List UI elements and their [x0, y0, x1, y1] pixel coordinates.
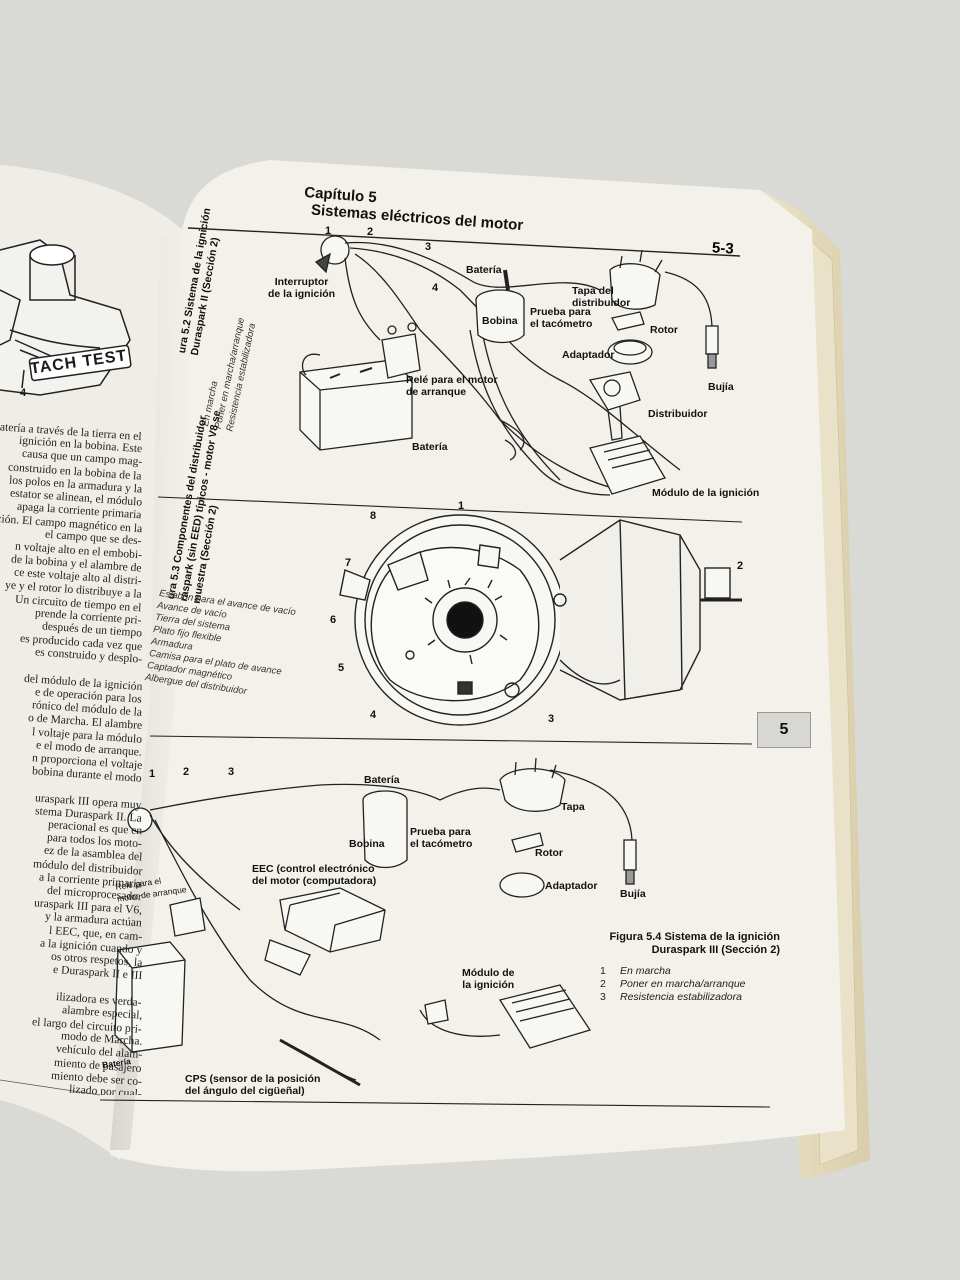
fig-5-4-bateria-top: Batería: [364, 774, 400, 786]
fig-5-4-bujia: Bujía: [620, 888, 646, 900]
figure-5-4-caption: Figura 5.4 Sistema de la ignición Durasp…: [600, 931, 780, 1004]
fig-5-4-bobina: Bobina: [349, 838, 385, 850]
fig-5-2-bobina: Bobina: [482, 315, 518, 327]
fig-5-2-number: 2: [367, 226, 374, 238]
fig-5-2-bujia: Bujía: [708, 381, 734, 393]
fig-5-3-number: 4: [370, 709, 377, 721]
fig-5-3-number: 6: [330, 614, 337, 626]
fig-5-4-eec: EEC (control electrónico del motor (comp…: [252, 863, 377, 887]
page-number: 5-3: [711, 239, 735, 258]
fig-5-2-interruptor-label: Interruptor de la ignición: [268, 276, 336, 300]
figure-5-3-drawing: [339, 514, 742, 726]
fig-5-3-number: 5: [338, 662, 345, 674]
fig-5-3-number: 1: [458, 500, 465, 512]
fig-5-4-title-1: Figura 5.4 Sistema de la ignición: [609, 931, 780, 943]
fig-5-2-adaptador: Adaptador: [562, 349, 615, 361]
chapter-tab: 5: [757, 712, 811, 748]
fig-5-3-number: 8: [370, 510, 377, 522]
fig-5-2-tapa: Tapa del distribuidor: [572, 285, 631, 309]
fig-5-4-number: 3: [228, 766, 235, 778]
fig-5-2-prueba: Prueba para el tacómetro: [530, 306, 593, 330]
fig-5-3-number: 2: [737, 560, 744, 572]
fig-5-3-number: 7: [345, 557, 352, 569]
fig-5-4-modulo: Módulo de la ignición: [462, 967, 515, 991]
fig-5-4-number: 1: [149, 768, 156, 780]
fig-5-2-distribuidor: Distribuidor: [648, 408, 708, 420]
fig-5-4-cps: CPS (sensor de la posición del ángulo de…: [185, 1073, 321, 1097]
fig-5-2-rotor: Rotor: [650, 324, 678, 336]
fig-5-4-adaptador: Adaptador: [545, 880, 598, 892]
fig-5-2-number: 1: [325, 225, 332, 237]
fig-5-2-modulo: Módulo de la ignición: [652, 487, 760, 499]
figure-5-2-drawing: [299, 235, 719, 496]
fig-5-2-number: 3: [425, 241, 432, 253]
figure-5-4-drawing: [114, 757, 637, 1087]
fig-5-4-prueba: Prueba para el tacómetro: [410, 826, 473, 850]
fig-5-4-title-2: Duraspark III (Sección 2): [651, 944, 780, 956]
fig-5-2-number: 4: [432, 282, 439, 294]
fig-5-3-number: 3: [548, 713, 555, 725]
fig-5-2-bateria-bottom: Batería: [412, 441, 448, 453]
fig-5-2-bateria-top: Batería: [466, 264, 502, 276]
tach-test-illustration: [0, 239, 132, 396]
fig-5-2-rele: Relé para el motor de arranque: [406, 374, 498, 398]
fig-5-4-rotor: Rotor: [535, 847, 563, 859]
illustration-number: 4: [20, 387, 27, 399]
fig-5-4-number: 2: [183, 766, 190, 778]
fig-5-4-tapa: Tapa: [561, 801, 585, 813]
